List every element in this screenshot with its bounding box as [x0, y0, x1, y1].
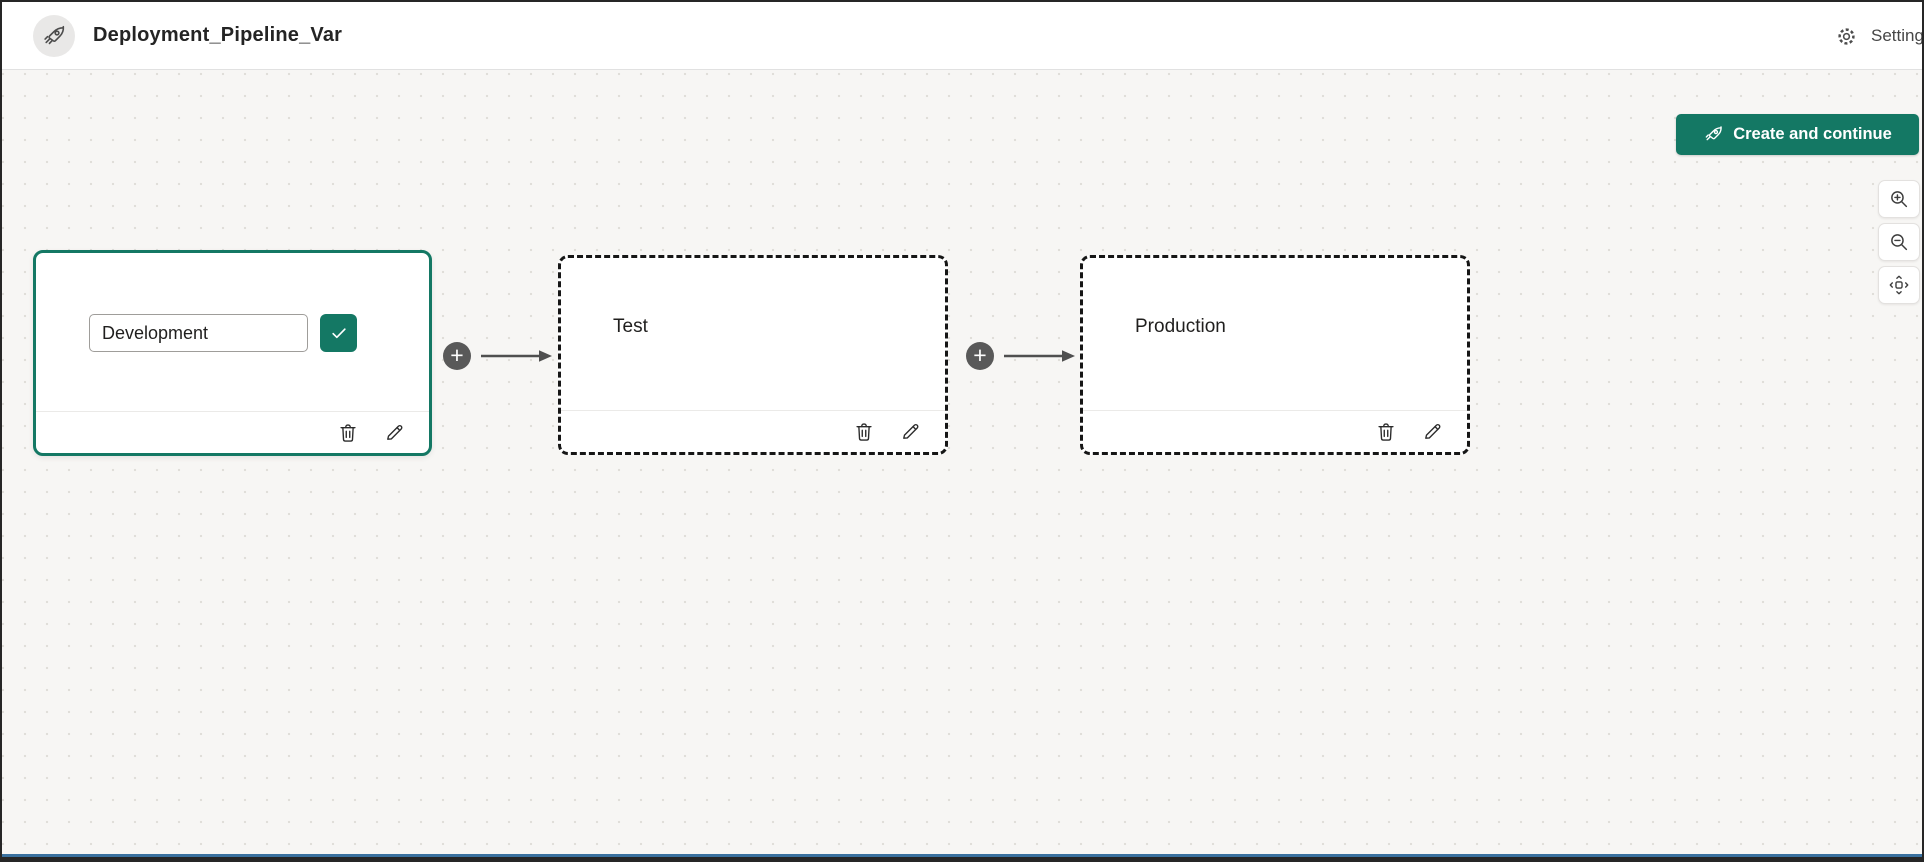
- canvas-bottom-edge: [2, 854, 1922, 857]
- trash-icon: [1375, 421, 1397, 443]
- create-and-continue-button[interactable]: Create and continue: [1676, 114, 1919, 155]
- zoom-out-button[interactable]: [1878, 223, 1920, 261]
- add-stage-button[interactable]: +: [966, 342, 994, 370]
- settings-button[interactable]: Settings: [1835, 2, 1924, 70]
- pipeline-canvas: Create and continue: [2, 71, 1922, 857]
- fit-view-icon: [1888, 274, 1910, 296]
- delete-stage-button[interactable]: [853, 421, 875, 443]
- stage-footer: [36, 411, 429, 453]
- stage-card-test[interactable]: Test: [558, 255, 948, 455]
- pipeline-avatar: [33, 14, 75, 57]
- delete-stage-button[interactable]: [1375, 421, 1397, 443]
- connector-arrow-icon: [1002, 348, 1078, 364]
- pencil-icon: [1421, 421, 1443, 443]
- trash-icon: [337, 422, 359, 444]
- stage-body: [36, 253, 429, 411]
- zoom-in-button[interactable]: [1878, 180, 1920, 218]
- zoom-out-icon: [1888, 231, 1910, 253]
- stage-card-production[interactable]: Production: [1080, 255, 1470, 455]
- edit-stage-button[interactable]: [899, 421, 921, 443]
- plus-icon: +: [450, 341, 464, 368]
- trash-icon: [853, 421, 875, 443]
- edit-stage-button[interactable]: [1421, 421, 1443, 443]
- rocket-icon: [1703, 124, 1724, 145]
- stage-name-label: Production: [1135, 316, 1226, 337]
- page-title: Deployment_Pipeline_Var: [93, 24, 343, 46]
- check-icon: [329, 323, 349, 343]
- rocket-icon: [41, 23, 67, 49]
- plus-icon: +: [973, 341, 987, 368]
- stage-body: Production: [1083, 258, 1467, 410]
- pencil-icon: [383, 422, 405, 444]
- pencil-icon: [899, 421, 921, 443]
- edit-stage-button[interactable]: [383, 422, 405, 444]
- confirm-name-button[interactable]: [320, 314, 357, 352]
- gear-icon: [1835, 25, 1858, 48]
- connector-arrow-icon: [479, 348, 555, 364]
- stage-footer: [1083, 410, 1467, 452]
- stage-name-input[interactable]: [89, 314, 308, 352]
- delete-stage-button[interactable]: [337, 422, 359, 444]
- stage-card-development[interactable]: [33, 250, 432, 456]
- create-and-continue-label: Create and continue: [1733, 125, 1892, 143]
- zoom-in-icon: [1888, 188, 1910, 210]
- header-bar: Deployment_Pipeline_Var Settings: [2, 2, 1922, 70]
- stage-name-editor: [89, 314, 357, 352]
- fit-view-button[interactable]: [1878, 266, 1920, 304]
- canvas-zoom-controls: [1878, 180, 1920, 304]
- add-stage-button[interactable]: +: [443, 342, 471, 370]
- stage-name-label: Test: [613, 316, 648, 337]
- settings-label: Settings: [1871, 26, 1924, 45]
- stage-footer: [561, 410, 945, 452]
- stage-body: Test: [561, 258, 945, 410]
